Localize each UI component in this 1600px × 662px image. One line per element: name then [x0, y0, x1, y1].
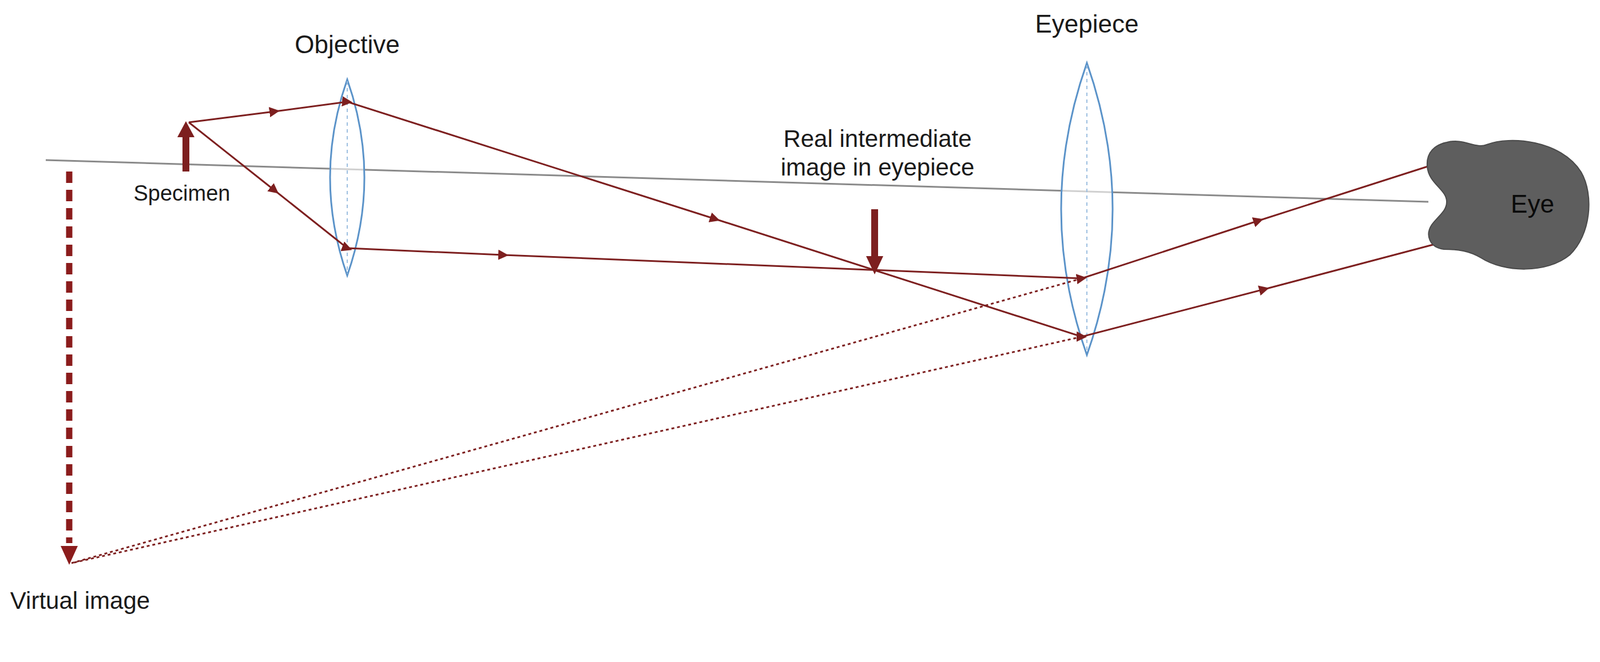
specimen-arrowhead	[177, 121, 195, 138]
intermediate-image-arrow	[871, 209, 879, 259]
objective-lens	[330, 79, 365, 276]
intermediate-image-arrowhead	[866, 256, 884, 275]
virtual-ray	[71, 336, 1082, 564]
part-label: Virtual image	[5, 586, 155, 616]
part-label: Eyepiece	[972, 9, 1202, 40]
eyepiece-lens-center	[1086, 65, 1088, 353]
eye-outline	[1423, 137, 1590, 271]
optical-axis	[45, 160, 1429, 202]
specimen-arrow	[182, 135, 190, 172]
light-ray	[188, 101, 1444, 337]
light-ray	[188, 122, 1439, 279]
part-label: Objective	[232, 29, 462, 61]
node-text: Eye	[1510, 189, 1555, 219]
part-label: Real intermediate image in eyepiece	[751, 124, 1004, 183]
eye-shape: Eye	[1423, 137, 1590, 271]
virtual-image-arrowhead	[60, 546, 78, 566]
eyepiece-lens	[1061, 62, 1113, 356]
part-label: Specimen	[90, 180, 274, 208]
virtual-ray	[71, 278, 1082, 564]
objective-lens-center	[346, 81, 348, 275]
virtual-image-arrow	[66, 171, 73, 544]
